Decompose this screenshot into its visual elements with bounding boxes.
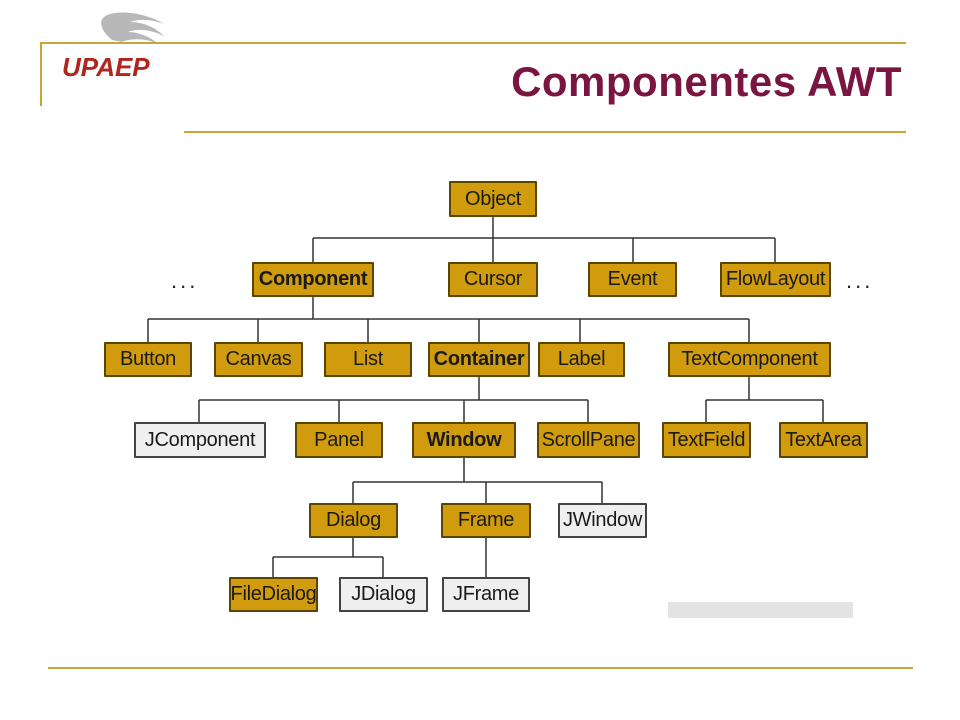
node-textfield: TextField — [662, 422, 751, 458]
node-jwindow: JWindow — [558, 503, 647, 538]
node-label: Label — [538, 342, 625, 377]
node-object: Object — [449, 181, 537, 217]
node-container: Container — [428, 342, 530, 377]
node-button: Button — [104, 342, 192, 377]
header-line-top — [40, 42, 906, 44]
node-filedialog: FileDialog — [229, 577, 318, 612]
header-line-bottom — [184, 131, 906, 133]
logo-text: UPAEP — [62, 52, 150, 82]
node-jframe: JFrame — [442, 577, 530, 612]
upaep-logo: UPAEP — [62, 12, 164, 82]
slide-title: Componentes AWT — [511, 58, 902, 105]
node-frame: Frame — [441, 503, 531, 538]
footer-line — [48, 667, 913, 669]
node-canvas: Canvas — [214, 342, 303, 377]
node-cursor: Cursor — [448, 262, 538, 297]
node-component: Component — [252, 262, 374, 297]
node-jdialog: JDialog — [339, 577, 428, 612]
node-panel: Panel — [295, 422, 383, 458]
node-textarea: TextArea — [779, 422, 868, 458]
node-list: List — [324, 342, 412, 377]
header-line-left — [40, 42, 42, 106]
node-window: Window — [412, 422, 516, 458]
node-jcomponent: JComponent — [134, 422, 266, 458]
node-event: Event — [588, 262, 677, 297]
blank-placeholder-bar — [668, 602, 853, 618]
ellipsis-left: ... — [171, 268, 199, 293]
ellipsis-right: ... — [846, 268, 874, 293]
node-dialog: Dialog — [309, 503, 398, 538]
node-textcomponent: TextComponent — [668, 342, 831, 377]
node-scrollpane: ScrollPane — [537, 422, 640, 458]
node-flowlayout: FlowLayout — [720, 262, 831, 297]
